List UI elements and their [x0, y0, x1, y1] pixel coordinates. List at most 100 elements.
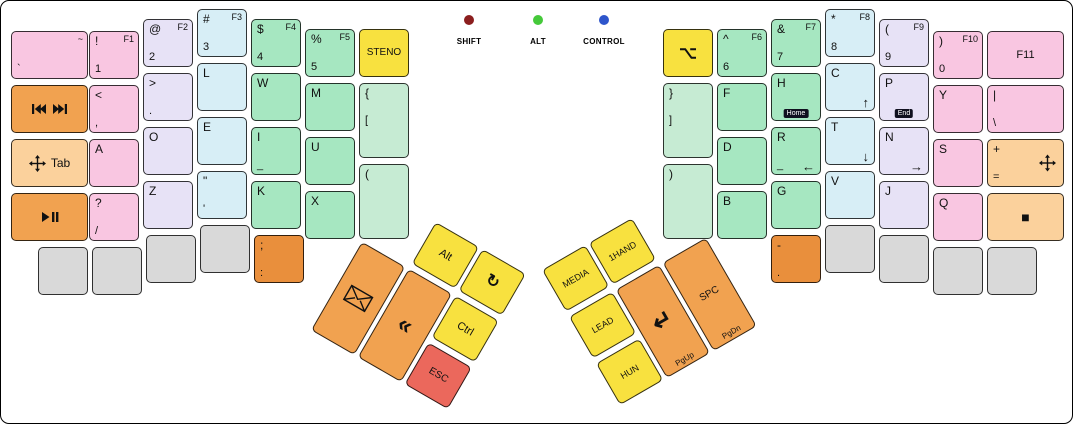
- key-s-label: S: [939, 142, 948, 156]
- key-r-left-label: _: [777, 159, 784, 171]
- control-led-label: CONTROL: [583, 37, 625, 46]
- alt-led-label: ALT: [530, 37, 546, 46]
- key-rparen[interactable]: ): [663, 164, 713, 239]
- key-s[interactable]: S: [933, 139, 983, 187]
- key-j-label: J: [885, 184, 891, 198]
- key-mail[interactable]: [311, 241, 406, 356]
- key-i-underscore-label: I: [257, 130, 261, 144]
- key-comma-less[interactable]: <,: [89, 85, 139, 133]
- key-4-f4-label: 4: [257, 51, 264, 63]
- enter-icon: ↵: [647, 304, 679, 338]
- key-quote[interactable]: "': [197, 171, 247, 219]
- key-period-greater[interactable]: >.: [143, 73, 193, 121]
- key-t-down-label: ↓: [862, 149, 870, 164]
- key-blank-l2[interactable]: [92, 247, 142, 295]
- key-blank-r4[interactable]: [987, 247, 1037, 295]
- key-y[interactable]: Y: [933, 85, 983, 133]
- key-c-up[interactable]: C↑: [825, 63, 875, 111]
- key-l[interactable]: L: [197, 63, 247, 111]
- key-steno[interactable]: STENO: [359, 29, 409, 77]
- key-g[interactable]: G: [771, 181, 821, 229]
- key-pipe-backslash[interactable]: |\: [987, 85, 1064, 133]
- key-lbrace-lbracket-label: {: [365, 86, 370, 100]
- key-blank-l4[interactable]: [200, 225, 250, 273]
- key-blank-r1[interactable]: [825, 225, 875, 273]
- key-f11-label: F11: [1016, 48, 1035, 61]
- key-q[interactable]: Q: [933, 193, 983, 241]
- key-0-f10-label: 0: [939, 63, 946, 75]
- key-j[interactable]: J: [879, 181, 929, 229]
- key-0-f10-label: ): [939, 34, 943, 48]
- key-tab-move[interactable]: Tab: [11, 139, 88, 187]
- key-lbrace-lbracket[interactable]: {[: [359, 83, 409, 158]
- key-v[interactable]: V: [825, 171, 875, 219]
- key-3-f3-label: #: [203, 12, 210, 26]
- key-pipe-backslash-label: \: [993, 117, 997, 129]
- key-k[interactable]: K: [251, 181, 301, 229]
- key-o-label: O: [149, 130, 159, 144]
- key-8-f8-label: F8: [859, 12, 870, 22]
- key-x[interactable]: X: [305, 191, 355, 239]
- key-5-f5-label: 5: [311, 61, 318, 73]
- key-play-pause[interactable]: [11, 193, 88, 241]
- key-lparen-label: (: [365, 167, 369, 181]
- key-grave-tilde[interactable]: ~`: [11, 31, 88, 79]
- key-6-f6-label: F6: [751, 32, 762, 42]
- key-e[interactable]: E: [197, 117, 247, 165]
- led-control: CONTROL: [572, 15, 636, 46]
- key-g-label: G: [777, 184, 787, 198]
- key-quote-label: ": [203, 174, 208, 188]
- key-f11[interactable]: F11: [987, 31, 1064, 79]
- key-w[interactable]: W: [251, 73, 301, 121]
- key-blank-l3[interactable]: [146, 235, 196, 283]
- key-slash-question-label: /: [95, 225, 99, 237]
- key-rbrace-rbracket-label: ]: [669, 114, 673, 126]
- key-d[interactable]: D: [717, 137, 767, 185]
- control-led-dot: [599, 15, 609, 25]
- key-semicolon-colon[interactable]: ;:: [254, 235, 304, 283]
- key-a[interactable]: A: [89, 139, 139, 187]
- key-lparen[interactable]: (: [359, 164, 409, 239]
- key-m-label: M: [311, 86, 321, 100]
- key-i-underscore-label: _: [257, 159, 264, 171]
- key-blank-l1[interactable]: [38, 247, 88, 295]
- key-5-f5-label: %: [311, 32, 322, 46]
- key-i-underscore[interactable]: I_: [251, 127, 301, 175]
- key-layer-toggle[interactable]: [663, 29, 713, 77]
- shift-led-label: SHIFT: [456, 37, 482, 46]
- key-n-right[interactable]: N→: [879, 127, 929, 175]
- key-slash-question[interactable]: ?/: [89, 193, 139, 241]
- key-b[interactable]: B: [717, 191, 767, 239]
- key-u[interactable]: U: [305, 137, 355, 185]
- key-media-prev-next[interactable]: [11, 85, 88, 133]
- key-r-left[interactable]: R_←: [771, 127, 821, 175]
- key-9-f9-label: 9: [885, 51, 892, 63]
- key-blank-r3[interactable]: [933, 247, 983, 295]
- key-z[interactable]: Z: [143, 181, 193, 229]
- key-rbrace-rbracket[interactable]: }]: [663, 83, 713, 158]
- key-dash-period[interactable]: -.: [771, 235, 821, 283]
- key-steno-label: STENO: [366, 47, 402, 58]
- key-lbrace-lbracket-label: [: [365, 114, 369, 126]
- key-f[interactable]: F: [717, 83, 767, 131]
- key-1-f1-label: 1: [95, 63, 102, 75]
- key-stop[interactable]: ■: [987, 193, 1064, 241]
- key-blank-r2[interactable]: [879, 235, 929, 283]
- key-m[interactable]: M: [305, 83, 355, 131]
- key-o[interactable]: O: [143, 127, 193, 175]
- key-t-down[interactable]: T↓: [825, 117, 875, 165]
- key-plus-equals-move[interactable]: +=: [987, 139, 1064, 187]
